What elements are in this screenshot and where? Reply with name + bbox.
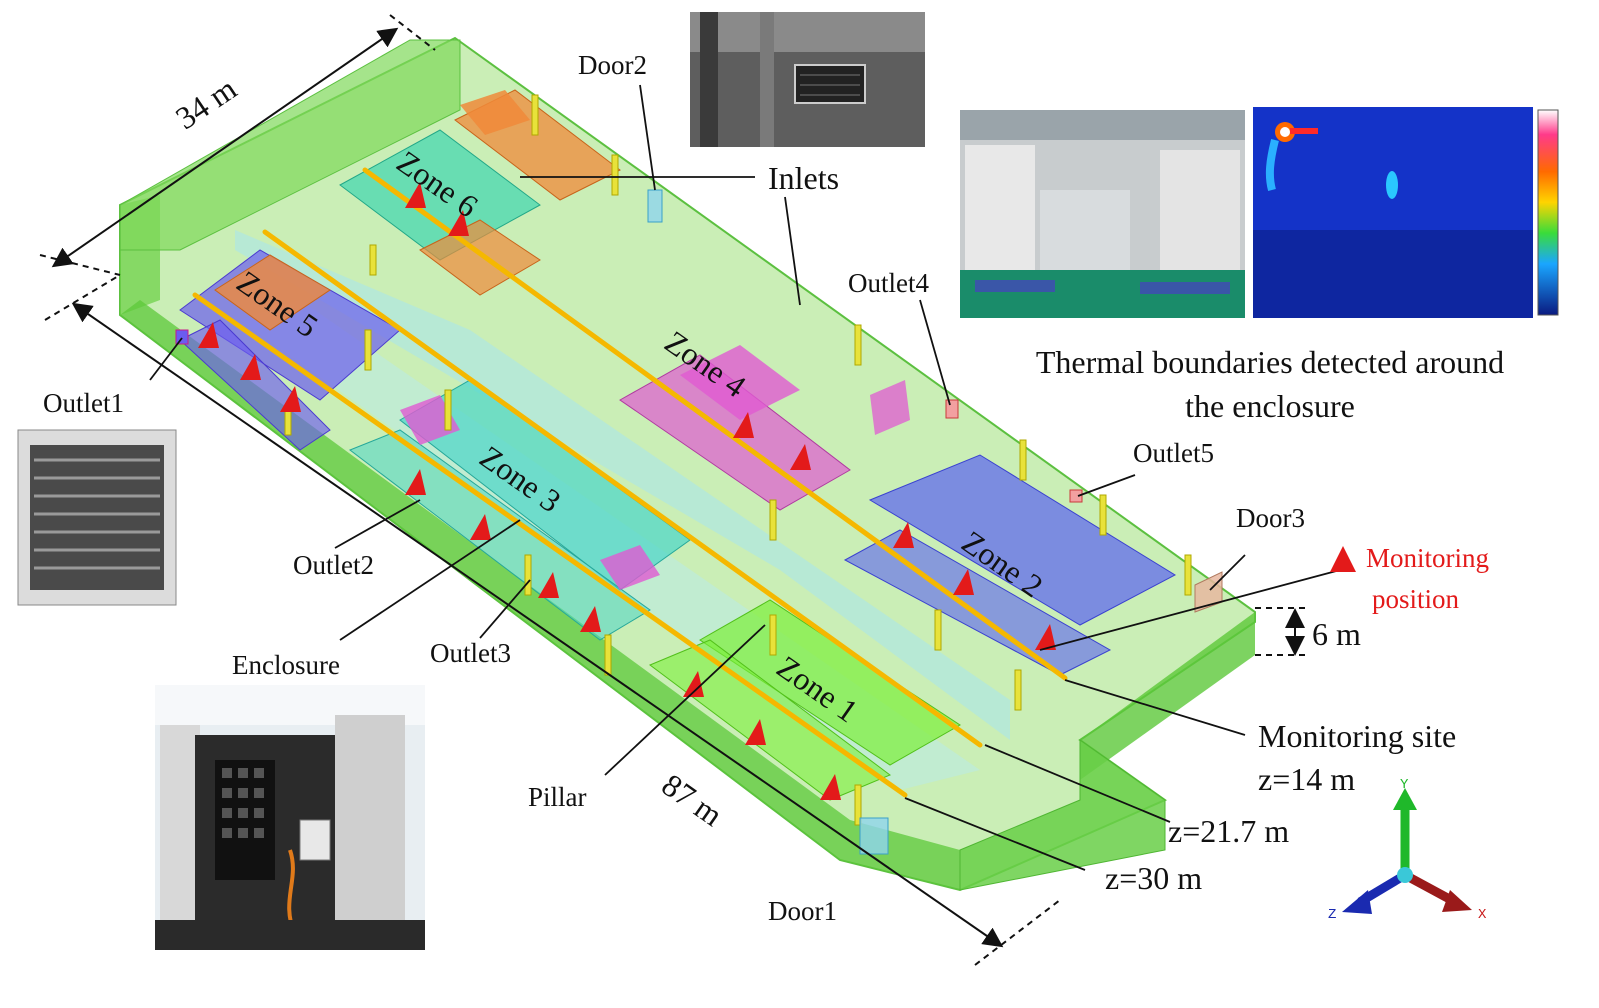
z21-label: z=21.7 m [1168,813,1290,849]
outlet5-label: Outlet5 [1133,438,1214,468]
outlet5-box [1069,489,1083,503]
marker [1035,624,1056,650]
marker [405,182,426,208]
outlet1-label: Outlet1 [43,388,124,418]
marker [448,210,469,236]
axes-triad: Y X Z [1328,777,1487,923]
dim-height-label: 6 m [1312,616,1361,652]
inlet-photo [690,12,925,147]
dimension-annotations [39,14,1310,966]
building-right-wall [1080,612,1255,780]
z30-label: z=30 m [1105,860,1203,896]
axis-y-label: Y [1400,777,1409,793]
axis-z-label: Z [1328,907,1336,923]
machine-photo [155,685,425,950]
door1-box [859,817,889,855]
thermal-caption-line2: the enclosure [1185,388,1355,424]
door3-label: Door3 [1236,503,1305,533]
enclosure-label: Enclosure [232,650,340,680]
outlet4-box [945,399,959,419]
outlet1-box [175,329,189,345]
thermal-image [1253,107,1559,318]
workshop-photo [960,110,1245,318]
legend-monitoring-line2: position [1372,584,1460,614]
pillar-label: Pillar [528,782,587,812]
door2-label: Door2 [578,50,647,80]
legend-monitoring-marker [1330,546,1356,572]
door2-box [647,189,663,223]
axis-x-label: X [1478,907,1487,923]
thermal-caption: Thermal boundaries detected around the e… [990,340,1550,428]
legend-monitoring-line1: Monitoring [1366,543,1490,573]
door1-label: Door1 [768,896,837,926]
outlet-photo [17,429,177,606]
thermal-caption-line1: Thermal boundaries detected around [1035,344,1505,380]
outlet2-label: Outlet2 [293,550,374,580]
monitoring-site-label: Monitoring site [1258,718,1457,754]
outlet3-label: Outlet3 [430,638,511,668]
inlets-label: Inlets [768,160,840,196]
leader-lines [149,84,1341,871]
z14-label: z=14 m [1258,761,1356,797]
outlet4-label: Outlet4 [848,268,929,298]
